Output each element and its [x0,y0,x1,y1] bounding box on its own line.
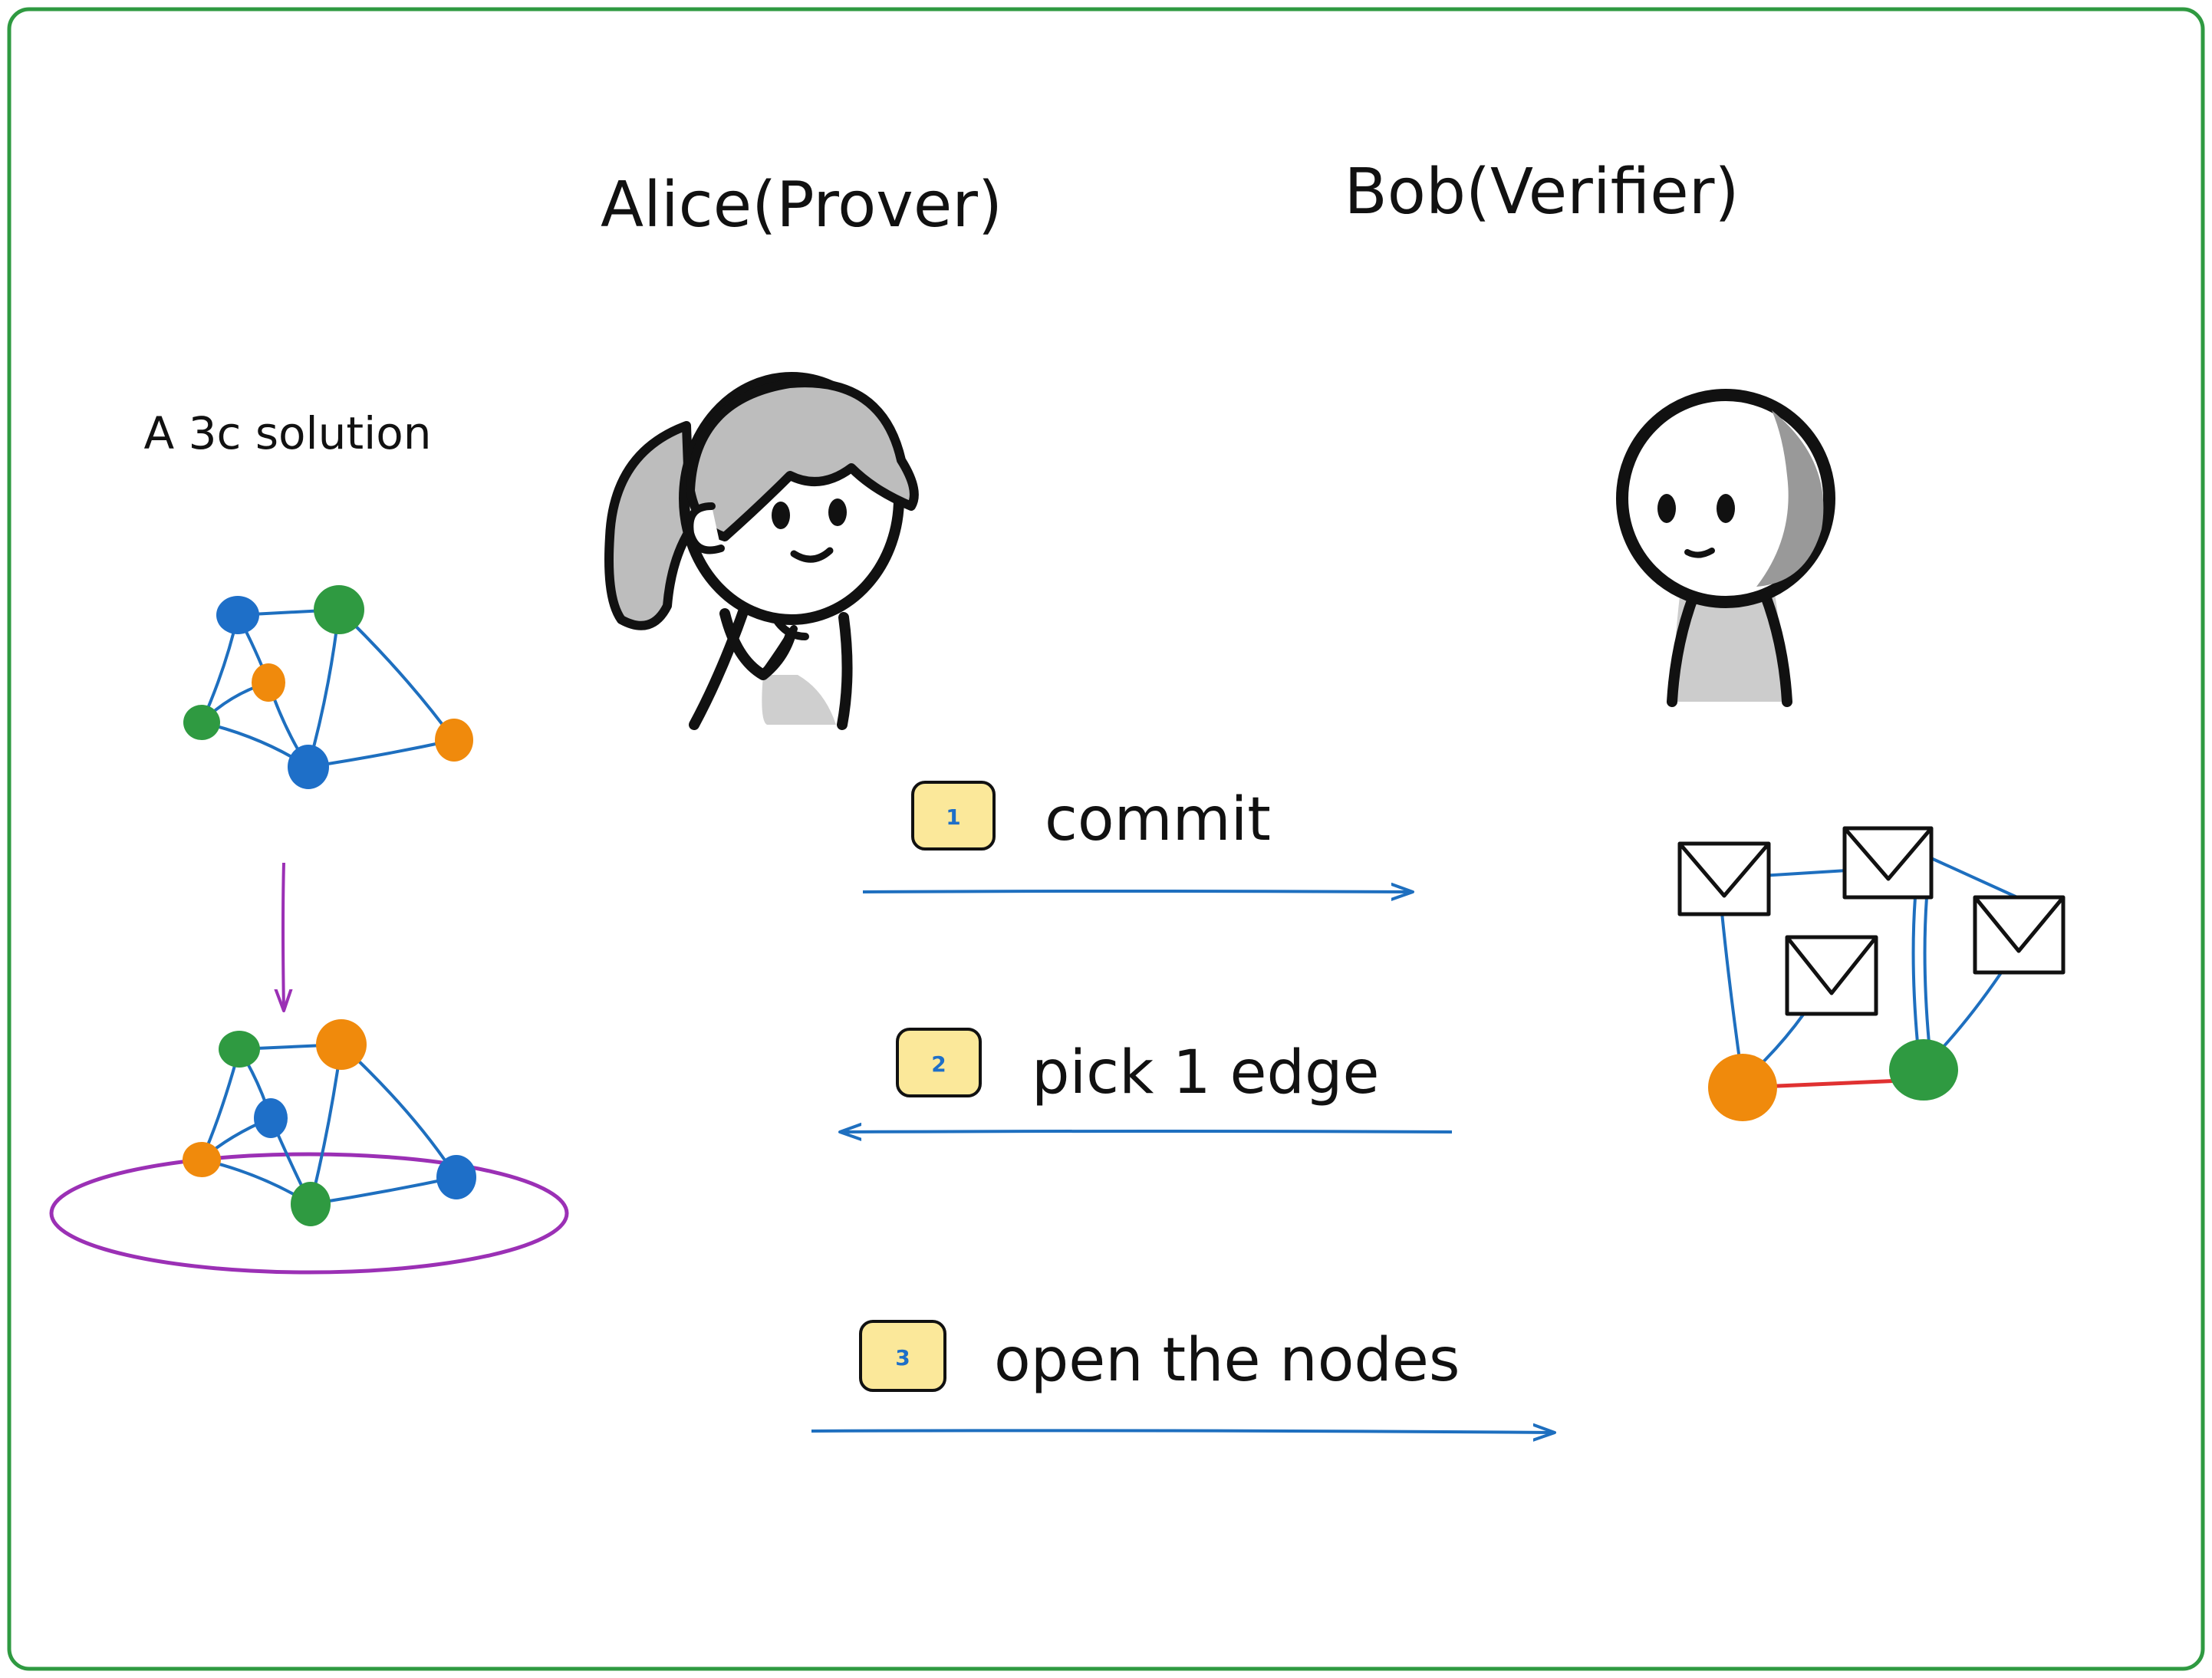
graph-node [219,1031,260,1068]
graph-node [288,745,329,789]
graph-node [316,1019,367,1070]
original-graph [183,585,473,789]
graph-node [183,705,220,740]
graph-node [1708,1054,1777,1121]
graph-node [291,1182,331,1226]
bob-title: Bob(Verifier) [1345,156,1740,229]
envelope-icon [1677,841,1771,916]
graph-node [314,585,364,634]
graph-node [216,596,259,634]
step-label: open the nodes [994,1326,1460,1395]
step-arrow [862,891,1413,892]
step-label: commit [1045,785,1271,854]
graph-node [183,1142,221,1177]
step-pick-edge: 2 pick 1 edge [840,1028,1453,1132]
envelope-icon [1973,895,2066,975]
envelope-icon [1785,935,1878,1016]
outer-frame [7,7,2205,1671]
solution-label: A 3c solution [143,407,431,459]
graph-node [1889,1039,1958,1101]
permute-arrow [283,862,284,1011]
bob-figure-icon [1616,389,1835,707]
alice-title: Alice(Prover) [601,169,1002,242]
graph-node [252,663,285,702]
graph-node [436,1155,476,1199]
step-number: 3 [895,1345,910,1370]
step-open-nodes: 3 open the nodes [811,1320,1555,1433]
committed-graph [1677,826,2066,1121]
step-commit: 1 commit [862,781,1413,892]
alice-figure-icon [604,372,919,730]
envelope-icon [1842,826,1934,900]
step-label: pick 1 edge [1032,1038,1379,1107]
step-badge [896,1028,982,1097]
step-number: 2 [931,1051,946,1077]
graph-node [254,1098,288,1138]
step-number: 1 [946,804,960,830]
permuted-graph [49,1019,569,1275]
step-badge [911,781,996,851]
graph-node [435,719,473,762]
step-arrow [811,1430,1555,1433]
step-badge [859,1320,946,1392]
platform-ellipse [49,1152,569,1275]
step-arrow [840,1131,1453,1132]
